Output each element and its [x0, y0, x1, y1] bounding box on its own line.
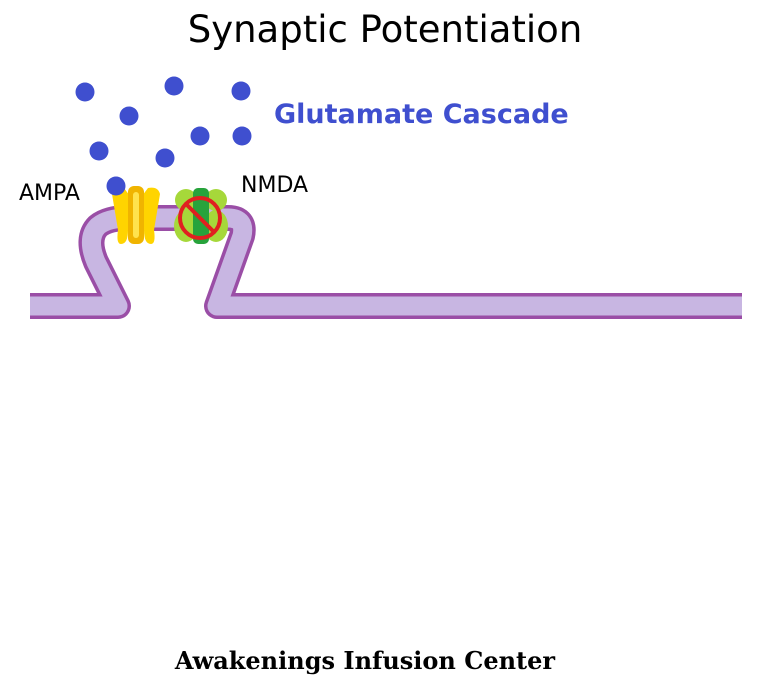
postsynaptic-membrane — [30, 205, 742, 319]
glutamate-molecule-icon — [231, 81, 251, 101]
glutamate-cascade-label: Glutamate Cascade — [274, 99, 569, 130]
glutamate-molecule-icon — [119, 106, 139, 126]
ampa-label: AMPA — [19, 181, 80, 206]
prohibited-icon — [178, 196, 222, 240]
glutamate-molecule-icon — [232, 126, 252, 146]
glutamate-molecules — [75, 76, 252, 196]
glutamate-molecule-icon — [164, 76, 184, 96]
glutamate-molecule-icon — [190, 126, 210, 146]
glutamate-molecule-icon — [106, 176, 126, 196]
ampa-receptor — [112, 186, 160, 244]
glutamate-molecule-icon — [155, 148, 175, 168]
glutamate-molecule-icon — [89, 141, 109, 161]
nmda-label: NMDA — [241, 173, 309, 198]
page-title: Synaptic Potentiation — [187, 8, 583, 51]
glutamate-molecule-icon — [75, 82, 95, 102]
footer-brand: Awakenings Infusion Center — [174, 646, 556, 675]
